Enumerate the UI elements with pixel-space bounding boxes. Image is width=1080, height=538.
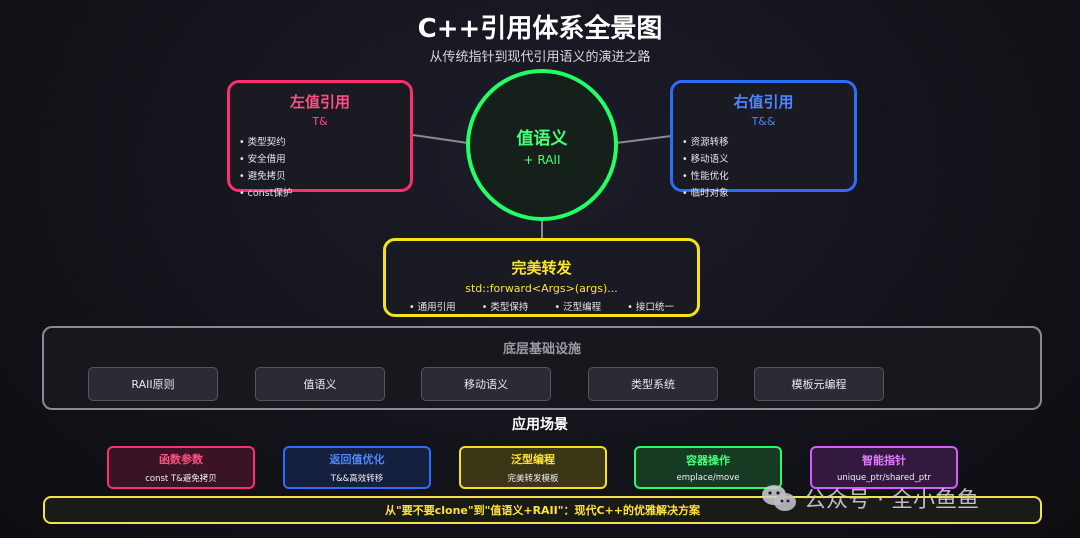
lvalue-notation: T& [312,115,328,128]
scenario-function-params: 函数参数 const T&避免拷贝 [107,446,255,489]
scenario-name: 容器操作 [686,454,730,467]
lvalue-item: 避免拷贝 [239,168,410,185]
rvalue-item: 移动语义 [682,151,854,168]
scenario-desc: unique_ptr/shared_ptr [837,473,931,483]
watermark: 公众号 · 全小鱼鱼 [760,480,1060,516]
scenarios-title: 应用场景 [512,417,568,433]
diagram-title: C++引用体系全景图 [417,14,663,44]
lvalue-item: 安全借用 [239,151,410,168]
forwarding-item: 接口统一 [627,299,674,313]
watermark-text: 公众号 · 全小鱼鱼 [804,488,979,513]
infrastructure-title: 底层基础设施 [502,342,581,357]
forwarding-item: 泛型编程 [555,299,601,313]
summary-banner: 从"要不要clone"到"值语义+RAII"：现代C++的优雅解决方案 [43,496,1042,524]
forwarding-item: 通用引用 [409,299,456,313]
infrastructure-item-template-metaprogramming: 模板元编程 [754,367,884,401]
scenario-smart-pointers: 智能指针 unique_ptr/shared_ptr [810,446,958,489]
diagram-subtitle: 从传统指针到现代引用语义的演进之路 [429,50,651,65]
infrastructure-item-raii: RAII原则 [88,367,218,401]
center-subtitle: + RAII [523,152,561,167]
scenario-desc: const T&避免拷贝 [145,474,217,484]
lvalue-item: const保护 [239,185,410,202]
value-semantics-circle: 值语义 + RAII [466,69,618,221]
scenario-generic-programming: 泛型编程 完美转发模板 [459,446,607,489]
scenario-name: 返回值优化 [329,453,385,466]
scenario-desc: emplace/move [676,473,740,483]
scenario-name: 函数参数 [159,453,203,466]
forwarding-item: 类型保持 [482,299,528,313]
rvalue-title: 右值引用 [733,93,794,111]
wechat-icon [762,485,796,511]
scenario-name: 泛型编程 [511,453,555,466]
lvalue-reference-card: 左值引用 T& 类型契约 安全借用 避免拷贝 const保护 [227,80,413,199]
connector-right [615,135,672,144]
infrastructure-item-type-system: 类型系统 [588,367,718,401]
forwarding-code: std::forward<Args>(args)... [465,282,618,295]
perfect-forwarding-card: 完美转发 std::forward<Args>(args)... 通用引用 类型… [383,238,700,317]
forwarding-title: 完美转发 [511,259,572,277]
lvalue-item: 类型契约 [239,134,410,151]
scenario-desc: T&&高效转移 [330,474,384,484]
infrastructure-item-value-semantics: 值语义 [255,367,385,401]
scenario-desc: 完美转发模板 [507,474,559,484]
rvalue-item: 资源转移 [682,134,854,151]
connector-left [412,134,469,144]
scenario-container-operations: 容器操作 emplace/move [634,446,782,489]
infrastructure-item-move-semantics: 移动语义 [421,367,551,401]
rvalue-item: 性能优化 [682,168,854,185]
scenario-return-value-optimization: 返回值优化 T&&高效转移 [283,446,431,489]
rvalue-notation: T&& [751,115,776,128]
scenario-name: 智能指针 [862,454,906,467]
rvalue-reference-card: 右值引用 T&& 资源转移 移动语义 性能优化 临时对象 [670,80,857,199]
rvalue-item: 临时对象 [682,185,854,202]
center-title: 值语义 [516,128,568,149]
lvalue-title: 左值引用 [289,93,350,111]
